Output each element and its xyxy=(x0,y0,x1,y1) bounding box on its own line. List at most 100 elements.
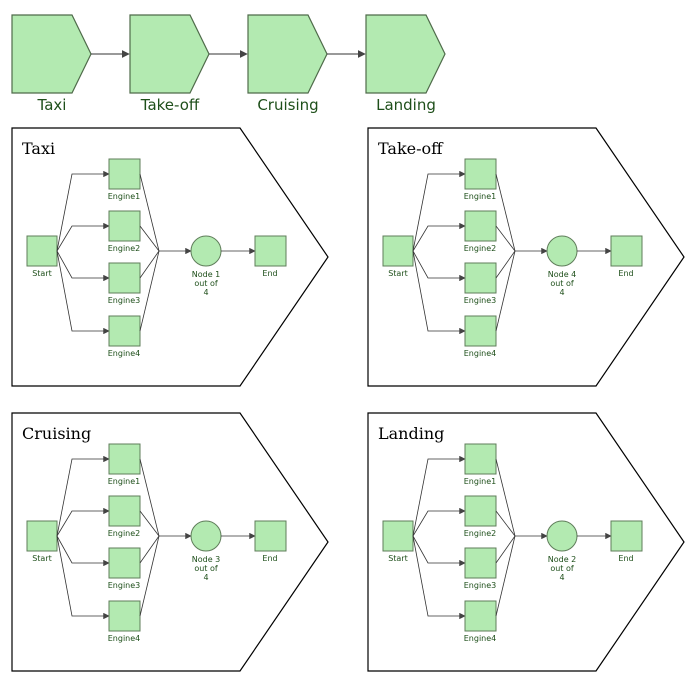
engine3-block[interactable] xyxy=(464,547,497,579)
start-block[interactable] xyxy=(26,235,58,267)
engine2-block[interactable] xyxy=(108,210,141,242)
vote-node[interactable] xyxy=(546,235,578,267)
edge-start-engine4 xyxy=(412,535,466,620)
edge-engine3-vote xyxy=(495,250,516,279)
start-block[interactable] xyxy=(382,520,414,552)
edge-engine3-vote xyxy=(139,535,160,564)
start-label: Start xyxy=(388,554,408,563)
edge-start-engine3 xyxy=(412,250,466,282)
edge-engine2-vote xyxy=(139,510,160,537)
vote-node[interactable] xyxy=(190,520,222,552)
edge-engine4-vote xyxy=(495,250,516,332)
end-block[interactable] xyxy=(610,235,643,267)
phase-cruising[interactable]: Cruising xyxy=(247,14,328,114)
edge-start-engine1 xyxy=(412,455,466,537)
phase-label-taxi: Taxi xyxy=(37,96,67,114)
engine1-block[interactable] xyxy=(464,443,497,475)
engine2-label: Engine2 xyxy=(108,529,141,538)
phase-panels: TaxiStartEngine1Engine2Engine3Engine4Nod… xyxy=(11,127,685,672)
vote-label-line: 4 xyxy=(559,573,564,582)
engine1-block[interactable] xyxy=(464,158,497,190)
engine1-block[interactable] xyxy=(108,158,141,190)
engine4-block[interactable] xyxy=(464,315,497,347)
edge-engine3-vote xyxy=(139,250,160,279)
engine3-label: Engine3 xyxy=(108,296,141,305)
vote-node[interactable] xyxy=(546,520,578,552)
engine4-block[interactable] xyxy=(108,600,141,632)
end-label: End xyxy=(618,269,633,278)
engine2-block[interactable] xyxy=(108,495,141,527)
panel-outline xyxy=(367,127,685,387)
edge-engine3-vote xyxy=(495,535,516,564)
vote-label-line: out of xyxy=(194,564,218,573)
edge-start-engine1 xyxy=(56,170,110,252)
vote-label-line: out of xyxy=(550,279,574,288)
edge-start-engine3 xyxy=(56,250,110,282)
engine1-label: Engine1 xyxy=(464,192,497,201)
panel-cruising: CruisingStartEngine1Engine2Engine3Engine… xyxy=(11,412,329,672)
edge-engine4-vote xyxy=(139,250,160,332)
edge-engine1-vote xyxy=(495,458,516,537)
engine3-block[interactable] xyxy=(108,262,141,294)
edge-start-engine4 xyxy=(56,535,110,620)
engine1-label: Engine1 xyxy=(464,477,497,486)
edge-start-engine2 xyxy=(56,507,110,537)
edge-engine4-vote xyxy=(139,535,160,617)
vote-label-line: Node 4 xyxy=(548,270,577,279)
engine4-label: Engine4 xyxy=(464,349,497,358)
engine3-label: Engine3 xyxy=(464,581,497,590)
edge-engine1-vote xyxy=(139,458,160,537)
engine2-block[interactable] xyxy=(464,495,497,527)
vote-label-line: Node 2 xyxy=(548,555,577,564)
end-label: End xyxy=(262,269,277,278)
phase-landing[interactable]: Landing xyxy=(365,14,446,114)
edge-start-engine3 xyxy=(56,535,110,567)
engine4-label: Engine4 xyxy=(108,634,141,643)
engine3-block[interactable] xyxy=(108,547,141,579)
edge-engine2-vote xyxy=(495,510,516,537)
vote-label-line: 4 xyxy=(203,573,208,582)
engine2-label: Engine2 xyxy=(108,244,141,253)
edge-start-engine1 xyxy=(56,455,110,537)
edge-start-engine2 xyxy=(56,222,110,252)
engine2-block[interactable] xyxy=(464,210,497,242)
engine3-label: Engine3 xyxy=(108,581,141,590)
start-block[interactable] xyxy=(26,520,58,552)
engine3-label: Engine3 xyxy=(464,296,497,305)
panel-title: Take-off xyxy=(378,139,444,158)
panel-taxi: TaxiStartEngine1Engine2Engine3Engine4Nod… xyxy=(11,127,329,387)
engine4-label: Engine4 xyxy=(464,634,497,643)
edge-start-engine2 xyxy=(412,222,466,252)
start-block[interactable] xyxy=(382,235,414,267)
edge-start-engine4 xyxy=(412,250,466,335)
engine2-label: Engine2 xyxy=(464,244,497,253)
panel-outline xyxy=(367,412,685,672)
panel-title: Cruising xyxy=(22,424,91,443)
end-label: End xyxy=(618,554,633,563)
engine2-label: Engine2 xyxy=(464,529,497,538)
phase-sequence: Taxi Take-off Cruising Landing xyxy=(11,14,446,114)
end-block[interactable] xyxy=(254,235,287,267)
panel-title: Landing xyxy=(378,424,444,443)
engine3-block[interactable] xyxy=(464,262,497,294)
vote-label-line: Node 3 xyxy=(192,555,221,564)
start-label: Start xyxy=(32,554,52,563)
phase-take-off[interactable]: Take-off xyxy=(129,14,210,114)
edge-engine2-vote xyxy=(139,225,160,252)
end-block[interactable] xyxy=(254,520,287,552)
end-block[interactable] xyxy=(610,520,643,552)
engine4-block[interactable] xyxy=(108,315,141,347)
vote-label-line: Node 1 xyxy=(192,270,221,279)
vote-label-line: 4 xyxy=(559,288,564,297)
vote-node[interactable] xyxy=(190,235,222,267)
phase-label-cruising: Cruising xyxy=(257,96,318,114)
phase-taxi[interactable]: Taxi xyxy=(11,14,92,114)
start-label: Start xyxy=(388,269,408,278)
engine4-block[interactable] xyxy=(464,600,497,632)
edge-start-engine1 xyxy=(412,170,466,252)
panel-outline xyxy=(11,127,329,387)
engine4-label: Engine4 xyxy=(108,349,141,358)
engine1-block[interactable] xyxy=(108,443,141,475)
